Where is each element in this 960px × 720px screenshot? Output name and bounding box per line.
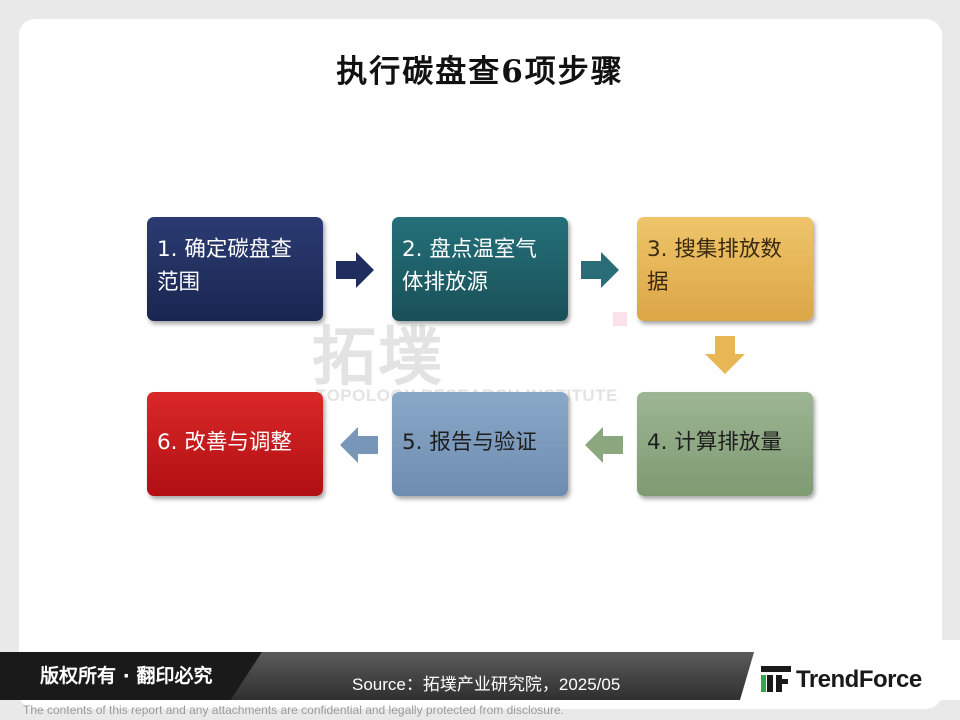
step-3-label-line1: 3. 搜集排放数: [647, 237, 782, 262]
step-2-label-line1: 2. 盘点温室气: [402, 237, 537, 262]
step-3-box: 3. 搜集排放数 据: [637, 217, 813, 321]
arrow-right-1-icon: [336, 252, 374, 288]
step-1-box: 1. 确定碳盘查 范围: [147, 217, 323, 321]
arrow-left-2-icon: [340, 427, 378, 463]
arrow-right-2-icon: [581, 252, 619, 288]
arrow-left-1-icon: [585, 427, 623, 463]
step-6-box: 6. 改善与调整: [147, 392, 323, 496]
step-6-label: 6. 改善与调整: [157, 430, 292, 455]
page-title: 执行碳盘查6项步骤: [336, 54, 624, 90]
step-5-box: 5. 报告与验证: [392, 392, 568, 496]
step-3-label-line2: 据: [647, 270, 669, 295]
trendforce-logo-icon: [761, 666, 791, 692]
arrow-down-icon: [705, 336, 745, 374]
step-4-label: 4. 计算排放量: [647, 430, 782, 455]
step-2-label-line2: 体排放源: [402, 270, 489, 295]
copyright-label: 版权所有 · 翻印必究: [0, 652, 262, 700]
step-5-label: 5. 报告与验证: [402, 430, 537, 455]
source-text: Source：拓墣产业研究院，2025/05: [352, 675, 621, 694]
trendforce-logo[interactable]: TrendForce: [796, 666, 922, 693]
step-1-label-line1: 1. 确定碳盘查: [157, 237, 292, 262]
step-2-box: 2. 盘点温室气 体排放源: [392, 217, 568, 321]
disclaimer-text: The contents of this report and any atta…: [23, 703, 564, 717]
step-1-label-line2: 范围: [157, 270, 201, 295]
content-card: [19, 19, 942, 709]
step-4-box: 4. 计算排放量: [637, 392, 813, 496]
